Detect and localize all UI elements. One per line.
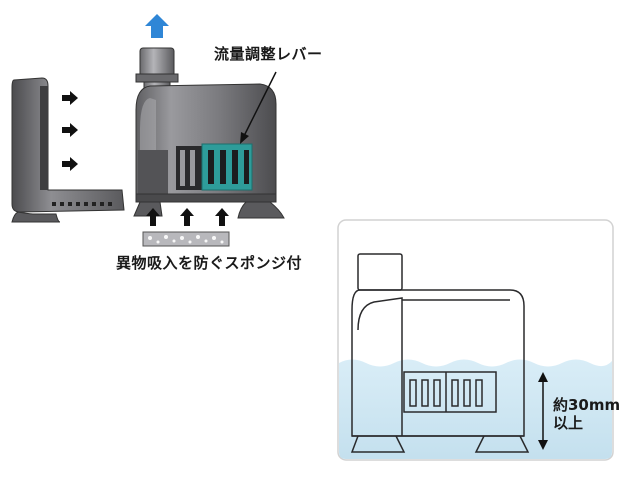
submersion-panel — [337, 219, 614, 461]
arrow-up-icon — [145, 14, 169, 38]
pump-side-view — [133, 47, 285, 219]
depth-dimension-arrow — [538, 372, 548, 450]
suction-cup-left — [11, 211, 61, 223]
cover-slots — [52, 202, 112, 206]
depth-label-line1: 約30mm — [553, 396, 621, 414]
depth-label: 約30mm 以上 — [553, 396, 620, 432]
sponge — [142, 231, 230, 247]
sponge-label: 異物吸入を防ぐスポンジ付 — [116, 254, 303, 272]
flow-lever-label: 流量調整レバー — [214, 45, 323, 63]
arrow-up-icon — [146, 208, 229, 226]
depth-label-line2: 以上 — [553, 414, 584, 432]
inlet-slots — [176, 146, 202, 190]
flow-lever — [201, 143, 253, 191]
arrow-right-icon — [62, 91, 78, 171]
intake-cover — [11, 77, 125, 223]
submerged-pump — [350, 253, 530, 453]
suction-cup — [237, 201, 285, 219]
lever-leader-line — [240, 71, 277, 144]
